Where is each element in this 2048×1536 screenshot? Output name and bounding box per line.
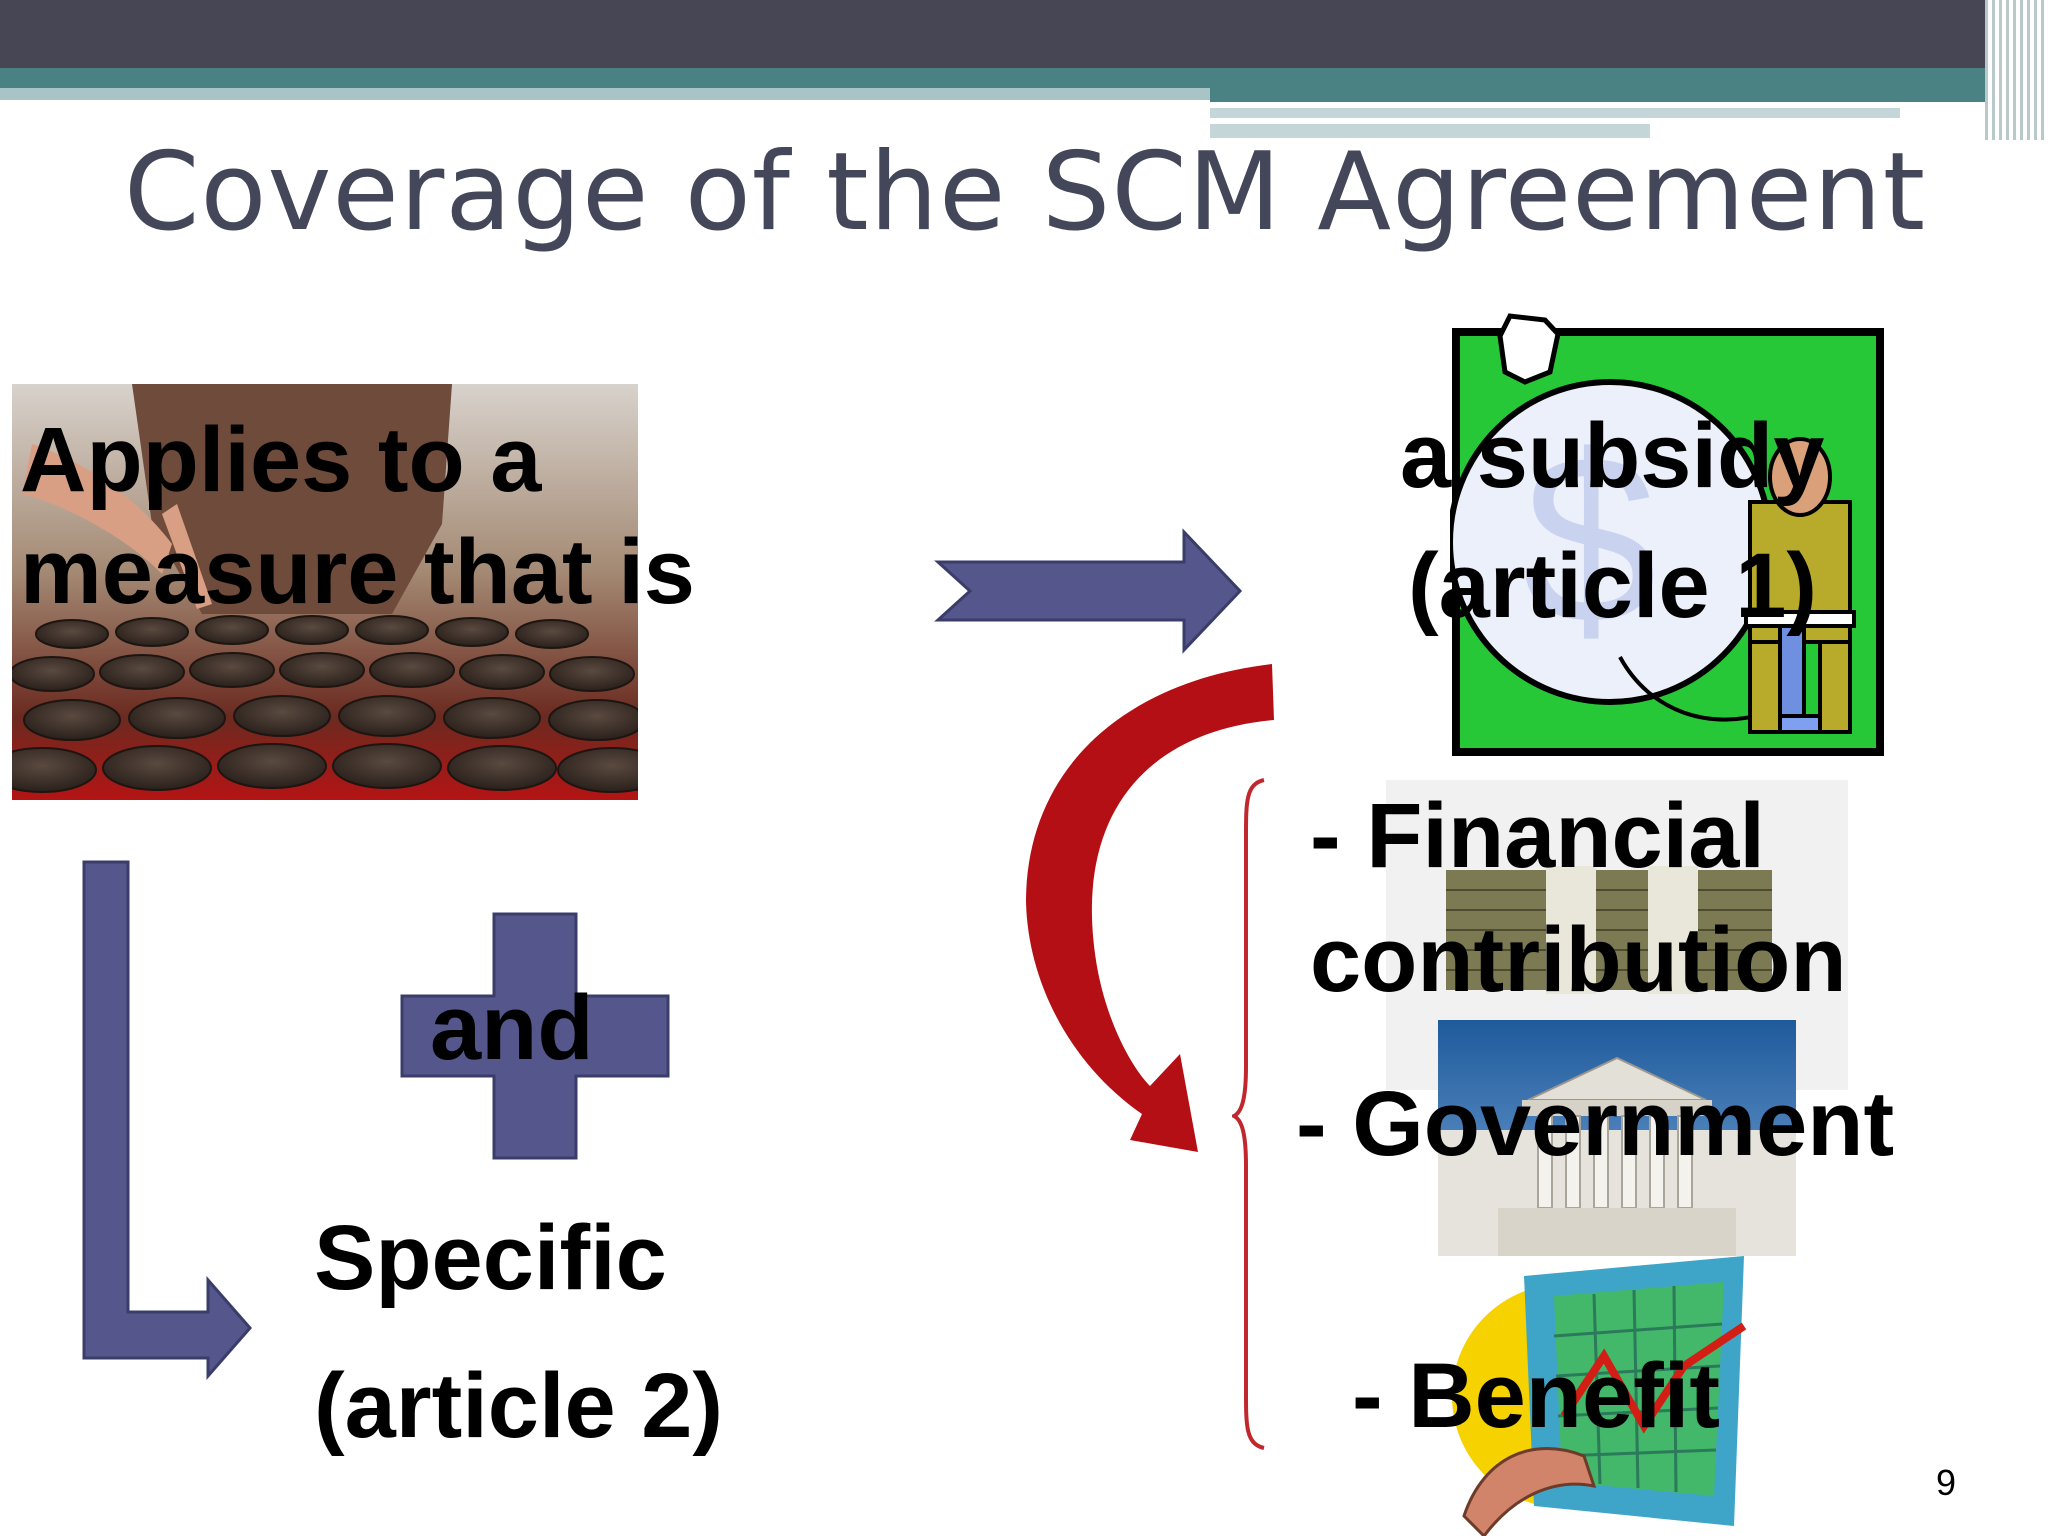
curved-arrow: [1026, 664, 1274, 1152]
header-light-bar-right: [1210, 108, 1900, 118]
header-teal-bar: [0, 68, 2048, 88]
subsidy-line-2: (article 1): [1408, 535, 1818, 637]
specific-line-1: Specific: [314, 1207, 667, 1309]
header-light-bar-right-2: [1210, 124, 1650, 138]
slide-title: Coverage of the SCM Agreement: [124, 130, 1927, 255]
brace: [1232, 778, 1265, 1450]
subsidy-line-1: a subsidy: [1400, 405, 1825, 507]
page-number: 9: [1935, 1462, 1956, 1503]
and-label: and: [430, 977, 594, 1079]
dollar-icon: $: [1523, 405, 1656, 673]
right-arrow: [934, 528, 1243, 654]
plus-icon: [400, 912, 670, 1160]
financial-contribution-line-2: contribution: [1310, 909, 1847, 1011]
l-shaped-arrow: [82, 860, 252, 1380]
specific-line-2: (article 2): [314, 1355, 724, 1457]
government-label: - Government: [1296, 1073, 1895, 1175]
header-stripes: [1985, 0, 2048, 140]
benefit-clipart: [1452, 1256, 1747, 1536]
header-light-bar: [0, 88, 1210, 100]
government-photo: [1438, 1020, 1796, 1256]
financial-contribution-line-1: - Financial: [1310, 785, 1765, 887]
cookies-photo: [12, 384, 638, 800]
benefit-label: - Benefit: [1352, 1345, 1720, 1447]
measure-line-1: Applies to a: [20, 409, 542, 511]
subsidy-clipart: $: [1450, 313, 1884, 756]
header-teal-bar-right: [1210, 88, 2048, 102]
header-dark-bar: [0, 0, 2048, 68]
measure-line-2: measure that is: [20, 521, 695, 623]
